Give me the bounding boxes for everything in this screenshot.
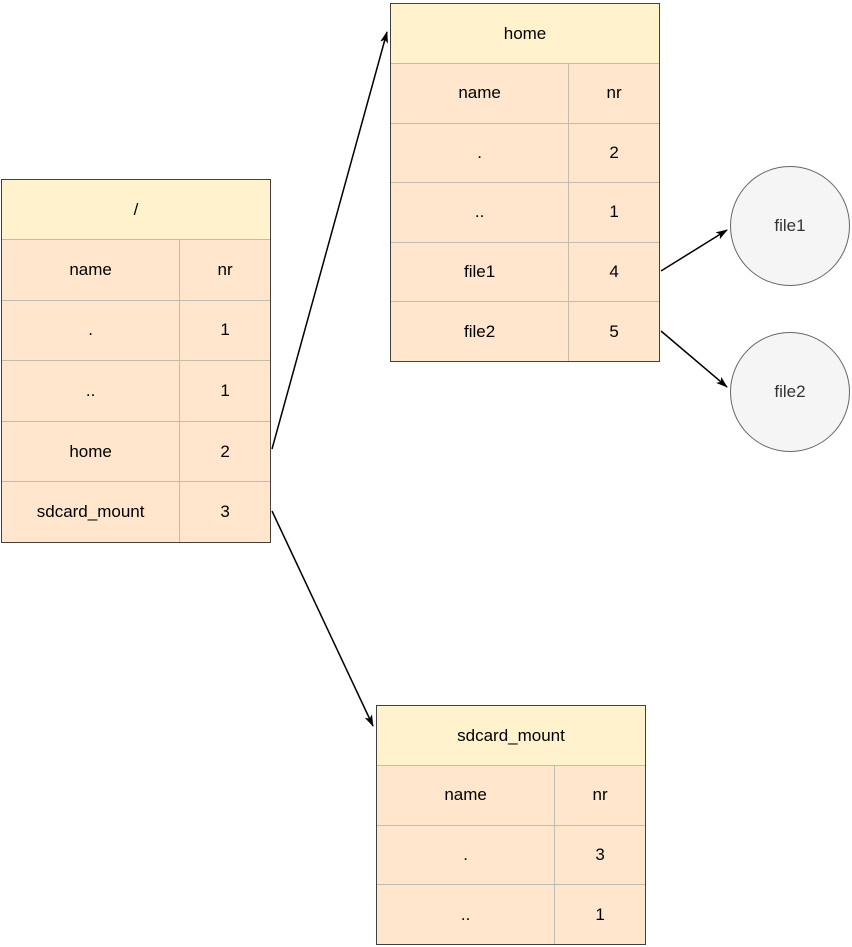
cell-nr: 1 <box>220 380 230 400</box>
cell-name: .. <box>391 183 570 242</box>
table-sdcard-mount-title: sdcard_mount <box>377 706 645 765</box>
table-row: file1 4 <box>391 241 659 302</box>
arrow-home-to-file1[interactable] <box>660 229 728 272</box>
table-row: name nr <box>377 765 645 825</box>
column-header-nr: nr <box>592 785 608 805</box>
cell-nr: 2 <box>220 441 230 461</box>
node-file1-label: file1 <box>774 216 806 235</box>
table-row: .. 1 <box>391 182 659 242</box>
column-header-name: name <box>391 64 570 123</box>
column-header-name: name <box>2 240 181 300</box>
cell-name: .. <box>377 885 556 945</box>
table-row: .. 1 <box>377 884 645 945</box>
table-row: name nr <box>2 239 270 300</box>
table-row: . 2 <box>391 122 659 183</box>
table-row: .. 1 <box>2 360 270 421</box>
table-row: name nr <box>391 63 659 123</box>
cell-nr: 1 <box>595 904 605 924</box>
table-row: home 2 <box>2 420 270 482</box>
arrow-root-to-home[interactable] <box>271 31 388 450</box>
cell-nr: 5 <box>609 321 619 341</box>
table-root-title: / <box>2 180 270 239</box>
column-header-name: name <box>377 766 556 825</box>
table-row: file2 5 <box>391 301 659 361</box>
cell-nr: 1 <box>220 320 230 340</box>
cell-nr: 3 <box>595 845 605 864</box>
cell-nr: 4 <box>609 262 619 282</box>
cell-nr: 2 <box>609 142 619 162</box>
node-file1[interactable]: file1 <box>730 166 850 286</box>
node-file2-label: file2 <box>774 382 806 401</box>
cell-name: sdcard_mount <box>2 482 181 542</box>
cell-name: . <box>377 825 556 885</box>
column-header-nr: nr <box>606 83 622 103</box>
table-row: . 3 <box>377 824 645 885</box>
cell-name: . <box>2 300 181 361</box>
cell-nr: 3 <box>220 502 230 522</box>
cell-name: file1 <box>391 242 570 302</box>
cell-nr: 1 <box>609 202 619 222</box>
table-home-title: home <box>391 4 659 63</box>
table-row: . 1 <box>2 299 270 361</box>
node-file2[interactable]: file2 <box>730 332 850 452</box>
cell-name: .. <box>2 361 181 421</box>
table-row: sdcard_mount 3 <box>2 481 270 542</box>
table-root[interactable]: / name nr . 1 .. 1 home 2 sdcard_mount 3 <box>1 179 271 543</box>
cell-name: . <box>391 123 570 183</box>
arrow-root-to-sdcard-mount[interactable] <box>271 510 374 727</box>
table-home[interactable]: home name nr . 2 .. 1 file1 4 file2 5 <box>390 3 660 362</box>
cell-name: file2 <box>391 302 570 361</box>
arrow-home-to-file2[interactable] <box>660 330 728 388</box>
column-header-nr: nr <box>217 259 233 279</box>
cell-name: home <box>2 421 181 482</box>
table-sdcard-mount[interactable]: sdcard_mount name nr . 3 .. 1 <box>376 705 646 945</box>
